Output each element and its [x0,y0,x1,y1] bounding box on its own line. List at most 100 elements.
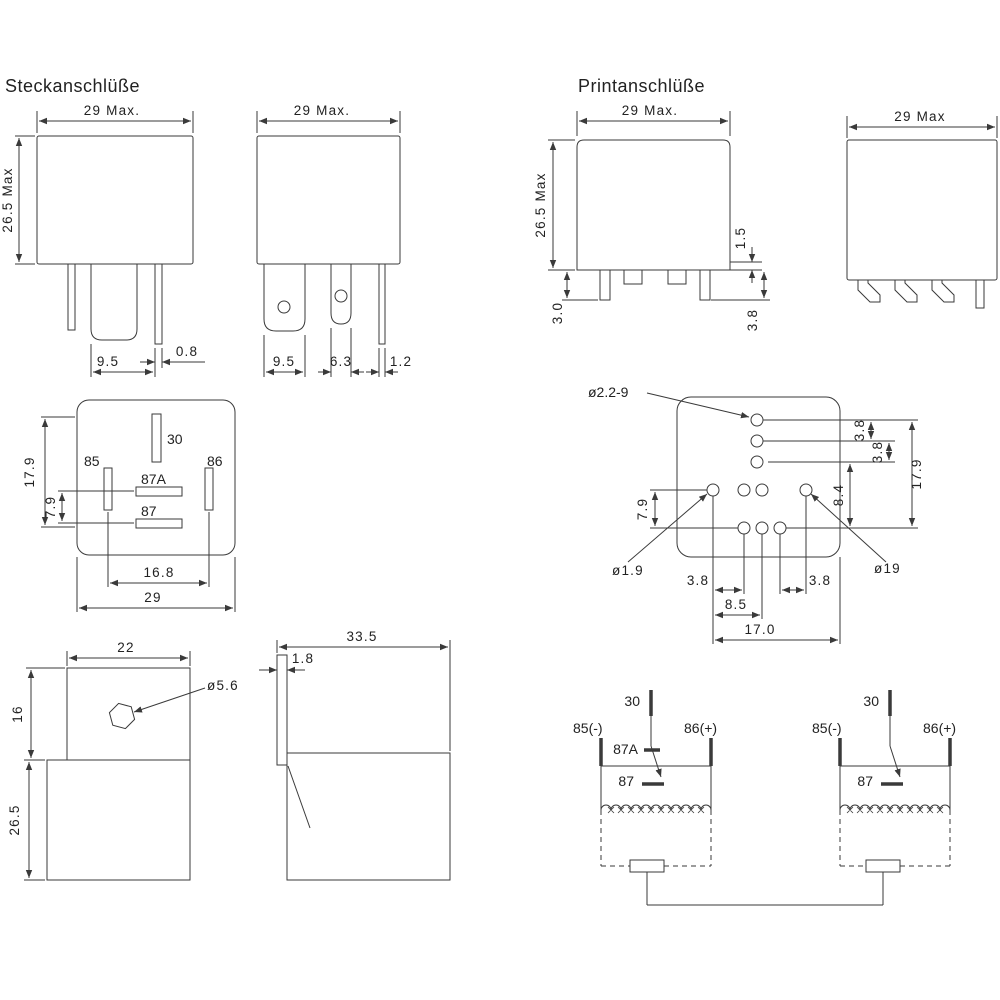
dim-height-label: 17.9 [909,458,924,489]
dim-pin-right: 3.8 [711,272,770,331]
pin-label-87a: 87A [141,471,167,487]
circuit-diagram-2: 30 87 85(-) 86(+) [812,690,956,905]
dim-pin3-label: 1.2 [390,354,412,369]
dim-bottom2: 3.8 [779,496,831,594]
pcb-hole [773,521,787,535]
dim-height2: 26.5 [7,762,45,881]
pcb-pin [699,269,711,301]
bracket-lower-outline [46,759,191,881]
relay-body-outline [846,139,998,281]
relay-body-outline [256,135,401,265]
coil-symbol [839,804,951,811]
print-hole-pattern: ø2.2-9 ø1.9 ø19 3.8 3.8 17.9 [588,384,924,644]
dim-bottom1: 3.8 [687,496,745,644]
pin-label-87a: 87A [613,741,639,757]
circuit-diagram-1: 30 87A 87 85(-) 86(+) [573,690,717,905]
pcb-pin-tab [623,270,643,285]
dim-79: 7.9 [635,489,738,529]
dim-height2: 7.9 [43,490,134,524]
dim-width-label: 29 Max. [622,103,678,118]
dim-width1-label: 16.8 [143,565,174,580]
hole-right-label: ø19 [874,561,901,576]
dim-side-width: 33.5 [276,629,451,751]
pcb-hole [737,521,751,535]
pin-label-30: 30 [624,693,640,709]
dim-pin-left-label: 3.0 [550,302,565,324]
pin-label-87: 87 [857,773,873,789]
pcb-hole [755,483,769,497]
pin-label-86: 86 [207,453,223,469]
steck-front-view-2: 29 Max. 9.5 6.3 1.2 [256,103,412,377]
dim-pin-right-label: 3.8 [745,309,760,331]
dim-top-width: 22 [66,640,191,666]
dim-pitch1: 3.8 [763,419,918,442]
dim-pitch1-label: 3.8 [852,419,867,441]
pcb-hole [799,483,813,497]
relay-blade-pin [90,264,138,341]
dim-width2: 29 [76,557,236,612]
pcb-hole [750,413,764,427]
coil-crossings [846,806,944,814]
pin-label-85: 85(-) [573,720,603,736]
pin-slot-30 [151,413,162,463]
hole-left-label: ø1.9 [612,563,644,578]
resistor-symbol [865,859,901,873]
dim-pin2: 6.3 [318,328,364,377]
pin-label-85: 85(-) [812,720,842,736]
relay-blade-pin [263,264,306,332]
dim-height: 26.5 Max [0,135,35,265]
dim-bottom2-label: 3.8 [809,573,831,588]
dim-pitch2-label: 3.8 [870,441,885,463]
pin-label-30: 30 [167,431,183,447]
dim-blade: 9.5 [90,344,156,377]
dim-top-width-label: 22 [117,640,134,655]
dim-79-label: 7.9 [635,498,650,520]
coil-crossings [607,806,705,814]
pcb-hole [750,434,764,448]
pcb-pin [599,269,611,301]
pin-slot-87 [135,518,183,529]
pin-label-85: 85 [84,453,100,469]
dim-blade-label: 9.5 [97,354,119,369]
pin-label-86: 86(+) [684,720,717,736]
dim-width: 29 Max. [36,103,194,133]
bracket-upper-outline [66,667,191,761]
pin-label-86: 86(+) [923,720,956,736]
pcb-hole [706,483,720,497]
pin-label-87: 87 [141,503,157,519]
pin-hole [334,289,348,303]
relay-pin [154,263,163,345]
pcb-bent-pin [857,279,881,303]
resistor-symbol [629,859,665,873]
dim-pin-left: 3.0 [550,272,598,324]
dim-height-label: 26.5 Max [0,167,15,232]
dim-height2-label: 26.5 [7,804,22,835]
relay-body-outline [576,139,731,271]
dim-height-label: 26.5 Max [533,172,548,237]
pcb-bent-pin [894,279,918,303]
bracket-front-view: 22 ø5.6 16 26.5 [7,640,238,881]
print-front-view-2: 29 Max [846,109,998,309]
dim-bottom3: 8.5 [715,534,763,619]
switch-arm [889,745,901,778]
relay-pin [378,263,386,345]
pcb-pin-tab [667,270,687,285]
dim-width-label: 29 Max. [84,103,140,118]
pin-hole [277,300,291,314]
dim-height: 17.9 [786,422,924,529]
pcb-pin [975,279,985,309]
pcb-hole [750,455,764,469]
bracket-side-view: 33.5 1.8 [259,629,451,881]
dim-height1-label: 17.9 [22,456,37,487]
dim-bottom3-label: 8.5 [725,597,747,612]
dim-height1-label: 16 [10,705,25,722]
relay-base-outline [76,399,236,556]
dim-pin1-label: 9.5 [273,354,295,369]
relay-footprint-outline [676,396,841,558]
steck-bottom-view: 30 85 86 87A 87 17.9 7.9 16.8 29 [22,399,236,612]
dim-pin2-label: 6.3 [330,354,352,369]
dim-thickness-label: 1.8 [292,651,314,666]
steck-front-view-1: 29 Max. 26.5 Max 9.5 0.8 [0,103,205,377]
